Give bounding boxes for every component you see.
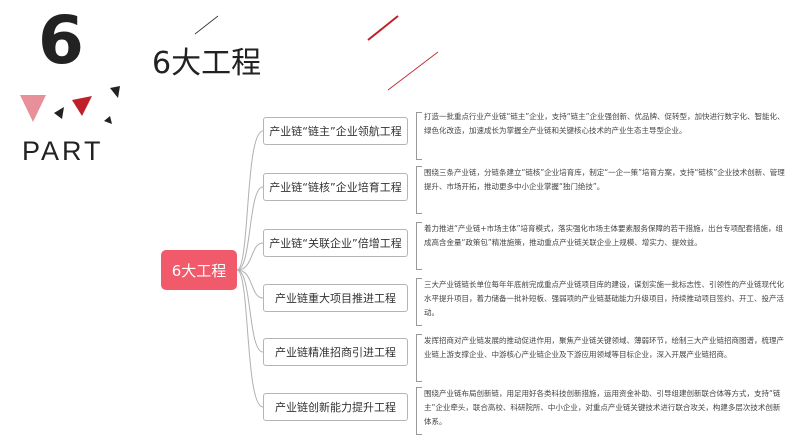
connector-lines: [236, 130, 264, 408]
bracket: [416, 334, 422, 382]
branch-description: 围绕产业链布局创新链，用足用好各类科技创新措施，运用资金补助、引导组建创新联合体…: [424, 389, 781, 426]
small-black-triangle: [54, 107, 64, 119]
bracket: [416, 278, 422, 326]
tiny-black-triangle: [104, 116, 112, 124]
branch-description: 打造一批重点行业产业链“链主”企业，支持“链主”企业强创新、优品牌、促转型，加快…: [424, 112, 785, 135]
branch-core-enterprise: 产业链“链核”企业培育工程: [263, 173, 408, 201]
bracket: [416, 222, 422, 270]
branch-investment-attraction: 产业链精准招商引进工程: [263, 338, 408, 366]
diagonal-line-red-thick: [367, 15, 399, 41]
branch-related-enterprise: 产业链“关联企业”倍增工程: [263, 229, 408, 257]
diagonal-line-dark: [194, 15, 219, 35]
black-triangle-right: [110, 86, 120, 98]
bracket: [416, 166, 422, 214]
section-number: 6: [38, 2, 84, 79]
branch-description: 着力推进“产业链+市场主体”培育模式，落实强化市场主体要素服务保障的若干措施，出…: [424, 224, 784, 247]
branch-lead-enterprise: 产业链“链主”企业领航工程: [263, 117, 408, 145]
branch-major-projects: 产业链重大项目推进工程: [263, 284, 408, 312]
branch-innovation-capacity: 产业链创新能力提升工程: [263, 393, 408, 421]
red-triangle: [72, 96, 92, 116]
diagonal-line-red-thin: [387, 51, 439, 91]
bracket: [416, 387, 422, 435]
branch-description: 三大产业链链长单位每年年底前完成重点产业链项目库的建设，谋划实施一批标志性、引领…: [424, 280, 784, 317]
pink-triangle: [20, 95, 46, 122]
part-label: PART: [22, 136, 104, 166]
center-node: 6大工程: [161, 250, 237, 290]
bracket: [416, 112, 422, 160]
page-title: 6大工程: [152, 46, 262, 81]
branch-description: 发挥招商对产业链发展的推动促进作用，聚焦产业链关键领域、薄弱环节，绘制三大产业链…: [424, 336, 784, 359]
branch-description: 围绕三条产业链，分链条建立“链核”企业培育库，制定“一企一策”培育方案，支持“链…: [424, 168, 785, 191]
